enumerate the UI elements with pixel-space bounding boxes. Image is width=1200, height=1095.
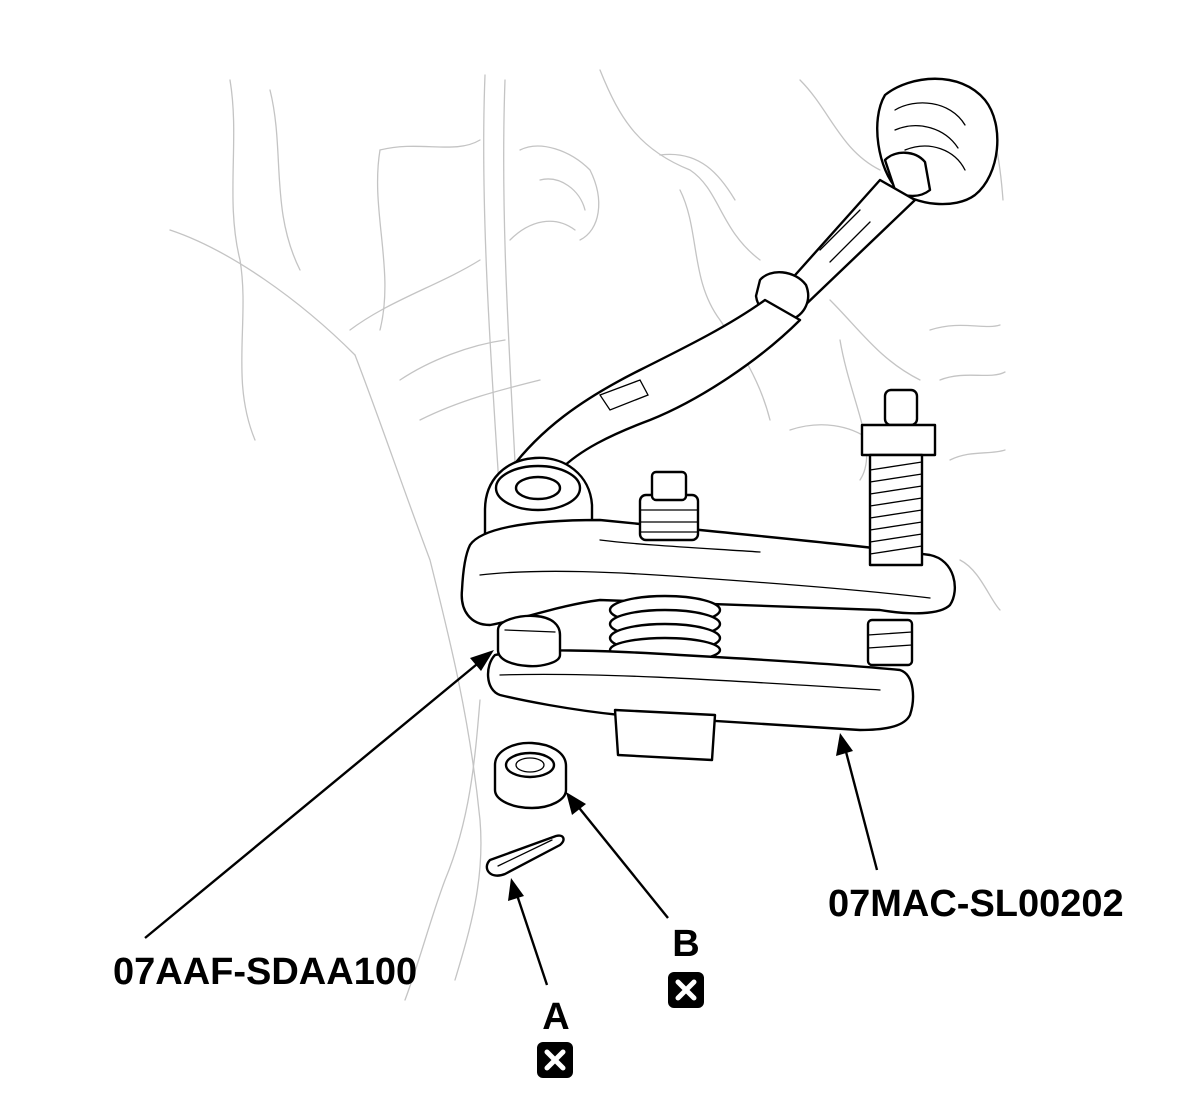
label-part-b: B	[672, 923, 700, 965]
arrowhead-tool-left	[470, 650, 494, 671]
puller-lower-arm	[486, 649, 915, 762]
label-tool-07aaf: 07AAF-SDAA100	[113, 951, 418, 993]
puller-pressure-bolt	[860, 388, 937, 667]
label-tool-07mac: 07MAC-SL00202	[828, 883, 1124, 925]
ball-joint-stud	[496, 614, 562, 668]
x-box-icon	[668, 972, 704, 1008]
x-box-icon	[537, 1042, 573, 1078]
puller-center-bolt	[638, 470, 700, 542]
leader-lines	[144, 650, 879, 986]
leader-part-a	[514, 891, 549, 986]
cotter-pin-a	[485, 834, 565, 877]
arrowhead-part-b	[566, 792, 586, 815]
arrowhead-tool-right	[836, 733, 853, 756]
castle-nut-b	[493, 741, 568, 810]
leader-tool-left	[144, 659, 483, 939]
tie-rod-end-arm	[508, 298, 802, 472]
leader-tool-right	[843, 747, 879, 871]
label-part-a: A	[542, 996, 570, 1038]
tie-rod-assembly	[508, 77, 999, 472]
arrowhead-part-a	[508, 878, 524, 901]
leader-part-b	[575, 803, 669, 919]
